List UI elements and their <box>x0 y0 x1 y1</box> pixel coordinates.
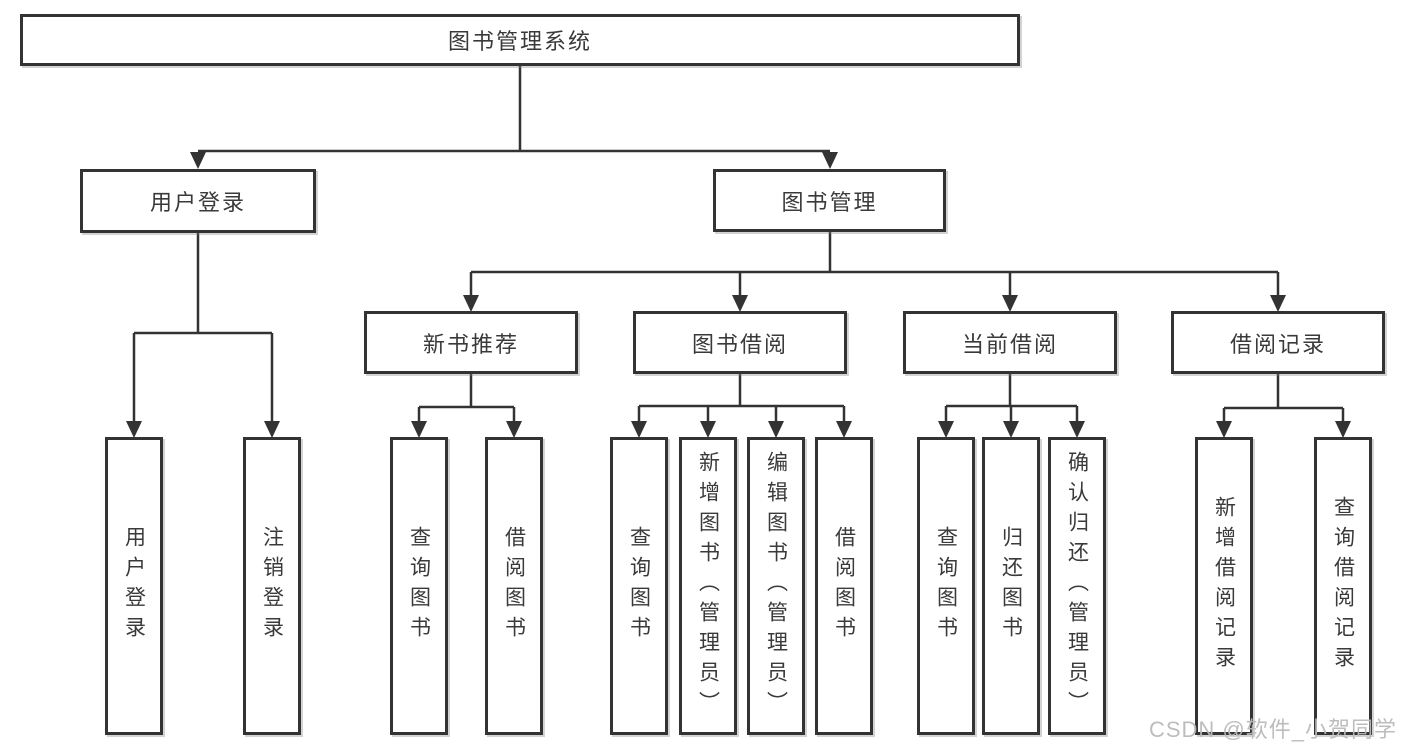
arrow-down-icon <box>700 421 716 438</box>
leaf-label: 用户登录 <box>122 526 146 646</box>
node-current-borrowing: 当前借阅 <box>903 311 1117 374</box>
arrow-down-icon <box>1002 295 1018 312</box>
leaf-add-book-admin: 新增图书（管理员） <box>679 437 737 735</box>
leaf-query-book-current: 查询图书 <box>917 437 975 735</box>
arrow-down-icon <box>463 295 479 312</box>
connector-new-book-recommend <box>417 374 516 422</box>
connector-book-borrowing <box>637 374 846 422</box>
connector-current-borrowing <box>944 374 1079 422</box>
node-label: 用户登录 <box>149 190 246 215</box>
node-new-book-recommend: 新书推荐 <box>364 311 578 374</box>
leaf-user-login: 用户登录 <box>105 437 163 735</box>
leaf-label: 新增借阅记录 <box>1212 496 1236 676</box>
leaf-query-book-recommend: 查询图书 <box>390 437 448 735</box>
arrow-down-icon <box>1069 421 1085 438</box>
arrow-down-icon <box>732 295 748 312</box>
arrow-down-icon <box>768 421 784 438</box>
arrow-down-icon <box>938 421 954 438</box>
connector-user-login <box>132 233 274 422</box>
leaf-label: 查询图书 <box>407 526 431 646</box>
arrow-down-icon <box>836 421 852 438</box>
arrow-down-icon <box>506 421 522 438</box>
leaf-label: 归还图书 <box>999 526 1023 646</box>
arrow-down-icon <box>1270 295 1286 312</box>
leaf-borrow-book: 借阅图书 <box>815 437 873 735</box>
leaf-label: 查询借阅记录 <box>1331 496 1355 676</box>
node-label: 借阅记录 <box>1229 331 1326 357</box>
leaf-label: 新增图书（管理员） <box>696 451 720 721</box>
node-label: 图书借阅 <box>691 331 788 357</box>
leaf-borrow-book-recommend: 借阅图书 <box>485 437 543 735</box>
node-label: 图书管理 <box>781 189 878 215</box>
node-library-management-system: 图书管理系统 <box>20 14 1020 66</box>
node-borrowing-records: 借阅记录 <box>1171 311 1385 374</box>
leaf-label: 查询图书 <box>627 526 651 646</box>
node-book-management: 图书管理 <box>713 169 946 232</box>
arrow-down-icon <box>264 421 280 438</box>
node-book-borrowing: 图书借阅 <box>633 311 847 374</box>
node-label: 新书推荐 <box>422 331 519 357</box>
arrow-down-icon <box>631 421 647 438</box>
arrow-down-icon <box>411 421 427 438</box>
arrow-down-icon <box>822 152 838 169</box>
connector-borrowing-records <box>1222 374 1345 422</box>
leaf-return-book: 归还图书 <box>982 437 1040 735</box>
leaf-label: 编辑图书（管理员） <box>764 451 788 721</box>
leaf-confirm-return-admin: 确认归还（管理员） <box>1048 437 1106 735</box>
node-label: 当前借阅 <box>961 331 1058 357</box>
arrow-down-icon <box>1216 421 1232 438</box>
node-label: 图书管理系统 <box>447 29 592 54</box>
leaf-label: 借阅图书 <box>502 526 526 646</box>
leaf-edit-book-admin: 编辑图书（管理员） <box>747 437 805 735</box>
arrow-down-icon <box>190 152 206 169</box>
arrow-down-icon <box>1003 421 1019 438</box>
leaf-label: 注销登录 <box>260 526 284 646</box>
leaf-query-book-borrowing: 查询图书 <box>610 437 668 735</box>
connector-root <box>198 66 830 153</box>
leaf-label: 查询图书 <box>934 526 958 646</box>
connector-book-management <box>469 232 1280 297</box>
watermark: CSDN @软件_小贺同学 <box>1148 717 1397 742</box>
leaf-label: 借阅图书 <box>832 526 856 646</box>
leaf-label: 确认归还（管理员） <box>1065 451 1089 721</box>
node-user-login: 用户登录 <box>80 169 316 233</box>
leaf-query-borrow-record: 查询借阅记录 <box>1314 437 1372 735</box>
arrow-down-icon <box>1335 421 1351 438</box>
arrow-down-icon <box>126 421 142 438</box>
leaf-logout: 注销登录 <box>243 437 301 735</box>
leaf-add-borrow-record: 新增借阅记录 <box>1195 437 1253 735</box>
